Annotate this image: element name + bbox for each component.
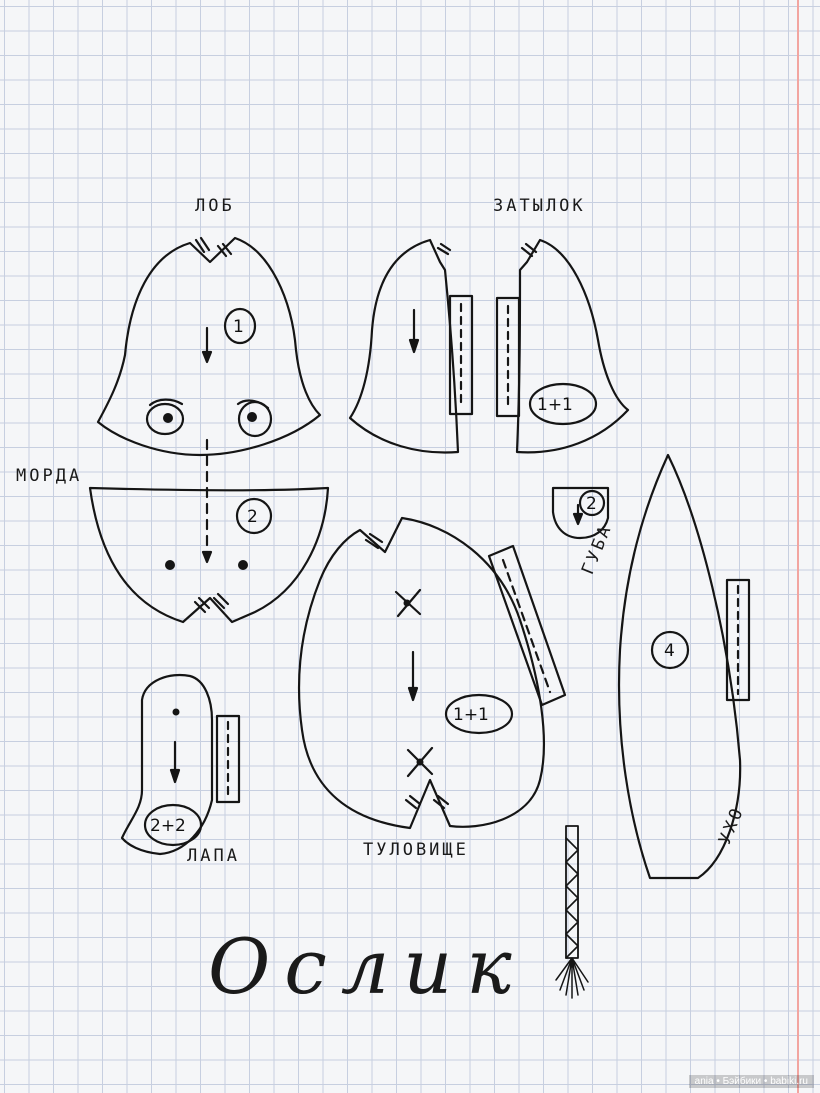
piece-lapa: 2+2 (120, 674, 241, 856)
label-morda: МОРДА (16, 466, 83, 486)
watermark-credit: ania • Бэйбики • babiki.ru (688, 1075, 814, 1088)
guba-count: 2 (586, 494, 597, 514)
ukho-count-oval (650, 630, 690, 670)
lob-arrowhead (201, 350, 213, 364)
zatylok-left-strip (448, 294, 474, 416)
piece-tulovische: 1+1 (297, 516, 567, 830)
lob-outline (96, 236, 322, 457)
piece-zatylok-right: 1+1 (495, 238, 630, 454)
zatylok-count-oval (528, 382, 598, 426)
piece-ukho: 4 (617, 453, 751, 880)
lapa-count: 2+2 (150, 816, 186, 836)
left-nostril-icon (165, 560, 175, 570)
zatylok-count: 1+1 (537, 395, 573, 415)
lob-count: 1 (233, 317, 244, 337)
label-lob: ЛОБ (195, 196, 235, 216)
piece-zatylok-left (348, 238, 474, 454)
label-lapa: ЛАПА (187, 846, 240, 866)
zatylok-right-strip (495, 296, 521, 418)
morda-count-oval (235, 497, 273, 535)
right-nostril-icon (238, 560, 248, 570)
tail-icon (555, 825, 589, 999)
lapa-strip (215, 714, 241, 804)
lapa-count-oval (143, 803, 203, 847)
morda-count: 2 (247, 507, 258, 527)
label-tulovische: ТУЛОВИЩЕ (363, 840, 469, 860)
ukho-count: 4 (664, 641, 675, 661)
tulovische-count-oval (444, 693, 514, 735)
page-title: Ослик (208, 922, 526, 1011)
ukho-strip (725, 578, 751, 702)
lob-count-oval (223, 307, 257, 345)
piece-guba: 2 (551, 486, 610, 540)
guba-count-oval (578, 489, 606, 517)
left-eye-icon (145, 402, 185, 436)
tulovische-count: 1+1 (453, 705, 489, 725)
piece-morda: 2 (88, 486, 330, 624)
body-strip (487, 544, 567, 707)
label-zatylok: ЗАТЫЛОК (493, 196, 586, 216)
margin-line (797, 0, 799, 1093)
piece-lob: 1 (96, 236, 322, 562)
lob-notch-marks (194, 236, 233, 258)
